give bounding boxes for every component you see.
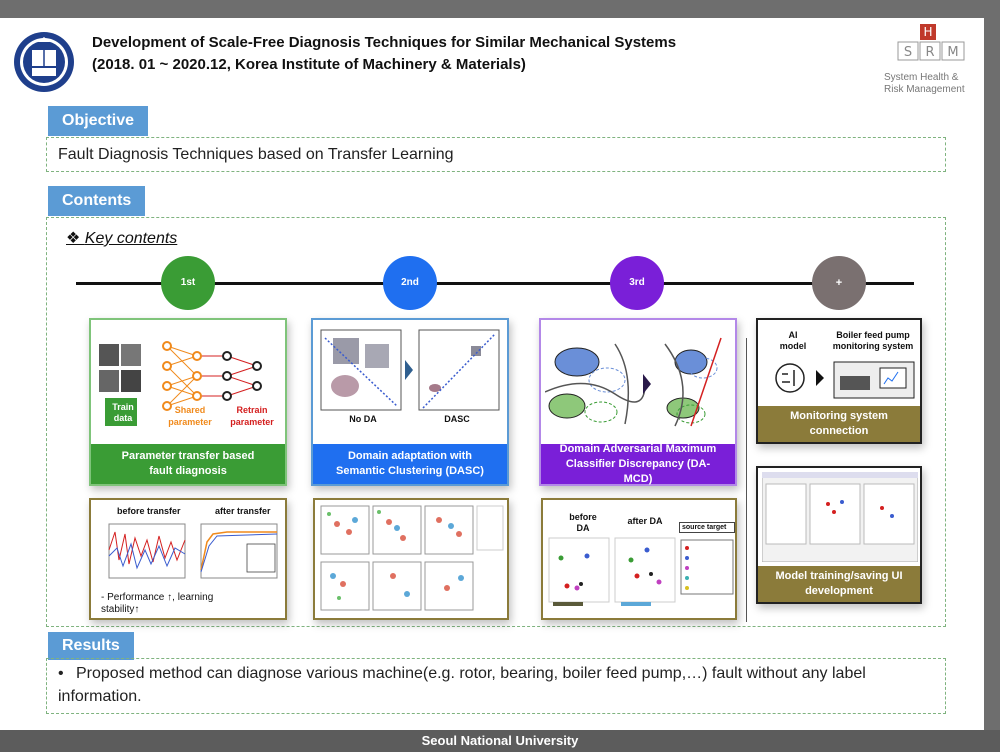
results-text: •Proposed method can diagnose various ma…	[58, 662, 938, 708]
panel-accuracy-charts: before transfer after transfer - Perform…	[89, 498, 287, 620]
diamond-bullet-icon: ❖	[66, 230, 85, 247]
card-4-caption: Monitoring system connection	[758, 406, 920, 442]
objective-tab: Objective	[48, 106, 149, 136]
top-frame-bar	[0, 0, 1000, 18]
card-3-caption: Domain Adversarial Maximum Classifier Di…	[541, 443, 735, 485]
dasc-label: DASC	[444, 414, 470, 424]
contents-box	[46, 217, 946, 627]
logo-letter-s: S	[904, 45, 912, 60]
retrain-parameter-label: Retrain parameter	[230, 405, 274, 427]
network-diagram-icon	[99, 341, 262, 426]
objective-text: Fault Diagnosis Techniques based on Tran…	[58, 146, 454, 163]
logo-letter-r: R	[925, 45, 934, 60]
right-frame-bar	[984, 0, 1000, 752]
shared-parameter-label: Shared parameter	[168, 405, 212, 427]
results-box	[46, 658, 946, 714]
timeline-line	[76, 282, 914, 285]
page-title: Development of Scale-Free Diagnosis Tech…	[92, 32, 676, 76]
card-monitoring: AI model Boiler feed pump monitoring sys…	[756, 318, 922, 444]
dasc-diagram-icon	[320, 329, 500, 411]
da-mcd-diagram-icon	[545, 337, 722, 427]
tsne-plots-icon	[320, 505, 504, 611]
vertical-separator	[746, 338, 747, 622]
after-transfer-label: after transfer	[215, 506, 271, 516]
slide: Development of Scale-Free Diagnosis Tech…	[0, 18, 984, 730]
logo-letter-m: M	[947, 45, 958, 60]
objective-box	[46, 137, 946, 172]
panel-da-scatter: before DA after DA source target	[541, 498, 737, 620]
ai-to-pump-icon	[775, 361, 915, 399]
da-scatter-icon	[548, 537, 734, 606]
boiler-label: Boiler feed pump monitoring system	[832, 330, 914, 351]
performance-note: - Performance ↑, learning stability↑	[101, 592, 214, 615]
after-da-label: after DA	[627, 516, 663, 526]
source-target-legend: source target	[679, 522, 735, 533]
key-contents-heading: ❖ Key contents	[66, 230, 178, 247]
panel-tsne-grid	[313, 498, 509, 620]
accuracy-plots-icon	[108, 523, 278, 579]
card-ui-development: Model training/saving UI development	[756, 466, 922, 604]
before-da-label: before DA	[569, 512, 597, 533]
before-transfer-label: before transfer	[117, 506, 181, 516]
step-3-circle: 3rd	[610, 256, 664, 310]
card-5-caption: Model training/saving UI development	[758, 566, 920, 602]
results-tab: Results	[48, 632, 134, 660]
card-1-caption: Parameter transfer based fault diagnosis	[91, 444, 285, 484]
bullet-dot-icon: •	[58, 665, 64, 682]
card-2-caption: Domain adaptation with Semantic Clusteri…	[313, 444, 507, 484]
train-data-label: Train data	[112, 402, 134, 423]
card-dasc: No DA DASC Domain adaptation with Semant…	[311, 318, 509, 486]
ai-model-label: AI model	[779, 330, 807, 351]
card-parameter-transfer: Train data Shared parameter Retrain para…	[89, 318, 287, 486]
ui-screenshot-icon	[762, 472, 918, 562]
shrm-subtitle: System Health & Risk Management	[884, 72, 965, 95]
step-1-circle: 1st	[161, 256, 215, 310]
step-plus-circle: +	[812, 256, 866, 310]
no-da-label: No DA	[349, 414, 377, 424]
title-line-2: (2018. 01 ~ 2020.12, Korea Institute of …	[92, 56, 526, 73]
card-da-mcd: Domain Adversarial Maximum Classifier Di…	[539, 318, 737, 486]
contents-tab: Contents	[48, 186, 146, 216]
university-emblem-icon	[14, 32, 74, 92]
footer-bar: Seoul National University	[0, 730, 1000, 752]
title-line-1: Development of Scale-Free Diagnosis Tech…	[92, 34, 677, 51]
logo-letter-h: H	[923, 25, 932, 39]
step-2-circle: 2nd	[383, 256, 437, 310]
shrm-logo-icon: H S R M	[897, 24, 965, 61]
